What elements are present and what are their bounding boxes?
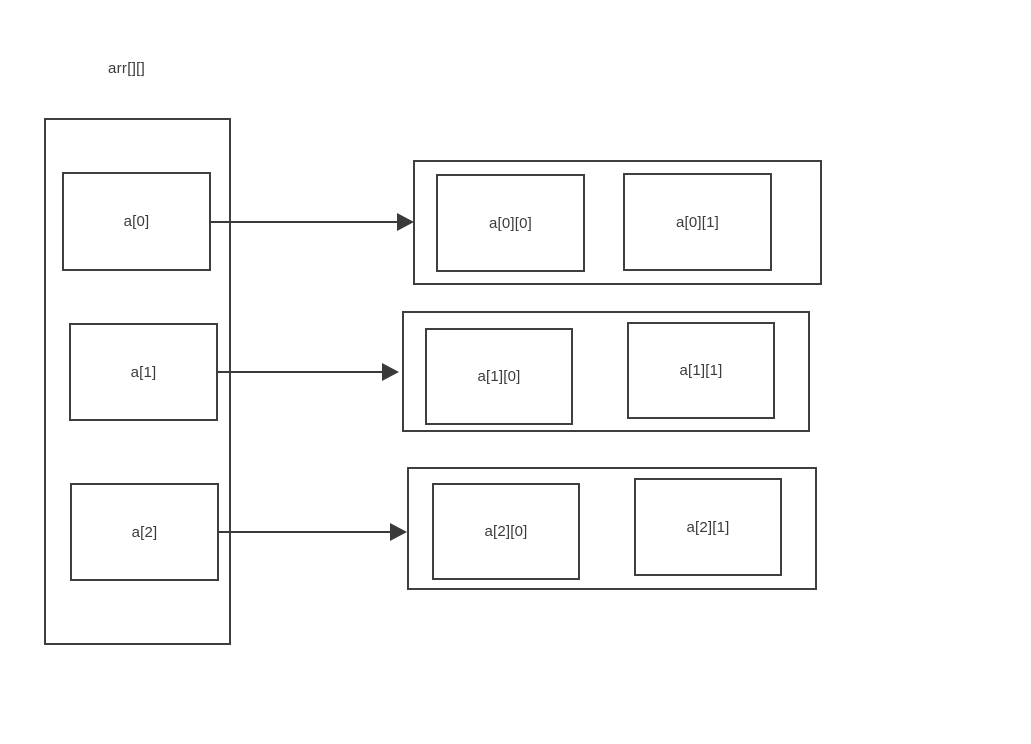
pointer-arrow-0 <box>209 213 414 231</box>
array-label: arr[][] <box>108 60 146 77</box>
array-cell-a2-1-label: a[2][1] <box>686 518 730 536</box>
pointer-arrow-2 <box>217 523 407 541</box>
pointer-cell-a0[interactable]: a[0] <box>62 172 211 271</box>
array-cell-a1-0-label: a[1][0] <box>477 368 521 385</box>
array-cell-a1-1-label: a[1][1] <box>679 362 723 379</box>
array-cell-a1-0[interactable]: a[1][0] <box>425 328 573 425</box>
pointer-cell-a2[interactable]: a[2] <box>70 483 219 581</box>
pointer-arrow-1 <box>216 363 399 381</box>
array-cell-a0-1[interactable]: a[0][1] <box>623 173 772 271</box>
array-cell-a2-0-label: a[2][0] <box>484 523 528 540</box>
pointer-cell-a1-label: a[1] <box>130 363 157 381</box>
pointer-cell-a1[interactable]: a[1] <box>69 323 218 421</box>
pointer-cell-a2-label: a[2] <box>131 523 158 541</box>
array-cell-a2-0[interactable]: a[2][0] <box>432 483 580 580</box>
array-cell-a1-1[interactable]: a[1][1] <box>627 322 775 419</box>
array-cell-a0-0-label: a[0][0] <box>488 214 533 232</box>
array-cell-a2-1[interactable]: a[2][1] <box>634 478 782 576</box>
array-cell-a0-1-label: a[0][1] <box>675 213 720 231</box>
array-cell-a0-0[interactable]: a[0][0] <box>436 174 585 272</box>
pointer-cell-a0-label: a[0] <box>123 213 150 230</box>
